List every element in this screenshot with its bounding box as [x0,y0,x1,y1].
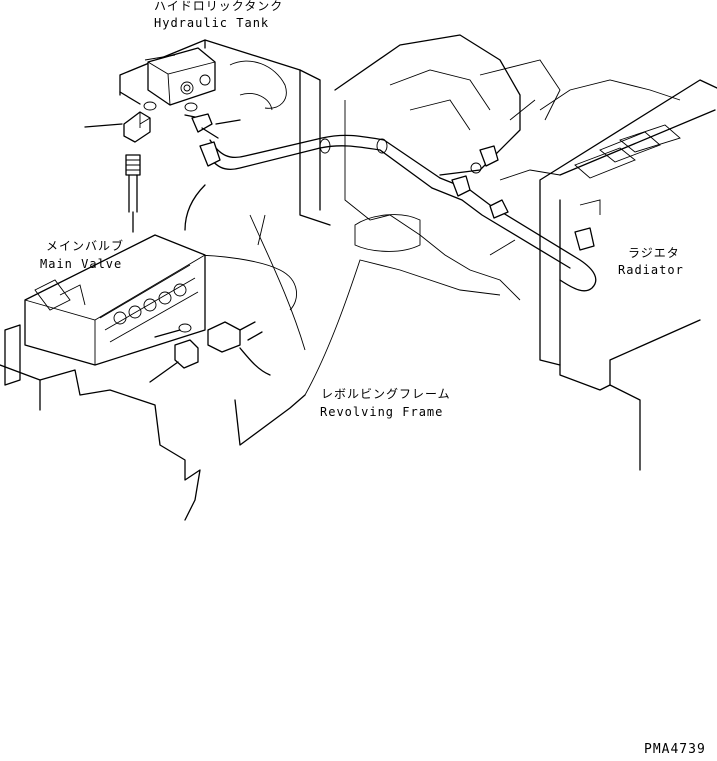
main-valve-label-jp: メインバルブ [46,239,125,253]
revolving-frame-outline [0,184,501,521]
radiator [539,79,717,471]
radiator-label-en: Radiator [618,263,684,277]
hydraulic-tank-label-jp: ハイドロリックタンク [154,0,284,13]
revolving-frame-label-en: Revolving Frame [320,405,444,419]
drawing-code: PMA4739 [644,742,706,757]
radiator-label-jp: ラジエタ [628,246,680,260]
tank-fittings [84,91,241,143]
main-valve-label-en: Main Valve [40,257,123,271]
leader-lines [144,54,536,256]
radiator-hose [431,145,597,292]
engine-frame-sketch [334,34,681,301]
tank-to-valve-pipe [125,154,141,233]
main-valve [4,234,206,386]
valve-fittings [149,321,271,383]
tank-filter-cap [147,47,216,106]
return-hose [199,134,441,189]
revolving-frame-label-jp: レボルビングフレーム [321,387,451,401]
hydraulic-tank-label-en: Hydraulic Tank [154,16,270,30]
